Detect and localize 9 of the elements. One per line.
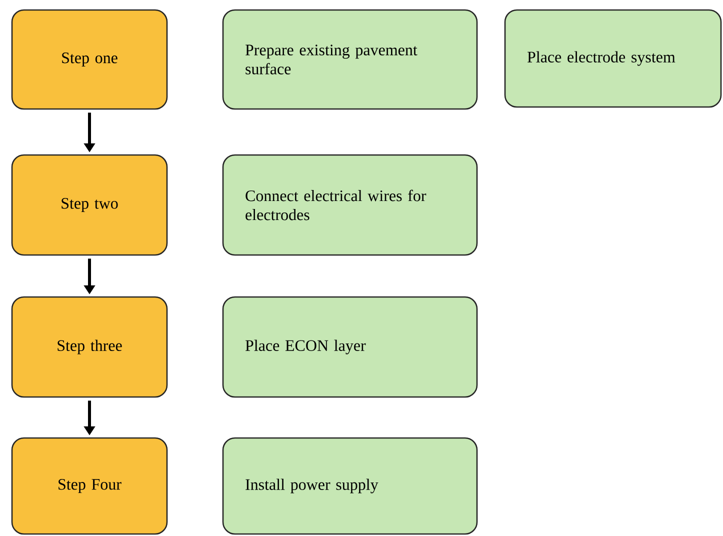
step-box: Step Four xyxy=(11,437,168,535)
step-box: Step three xyxy=(11,296,168,398)
task-box: Place electrode system xyxy=(504,9,722,108)
step-box: Step two xyxy=(11,154,168,256)
task-box: Place ECON layer xyxy=(222,296,478,398)
task-box: Install power supply xyxy=(222,437,478,535)
task-box: Prepare existing pavement surface xyxy=(222,9,478,110)
task-box: Connect electrical wires for electrodes xyxy=(222,154,478,256)
step-box: Step one xyxy=(11,9,168,110)
